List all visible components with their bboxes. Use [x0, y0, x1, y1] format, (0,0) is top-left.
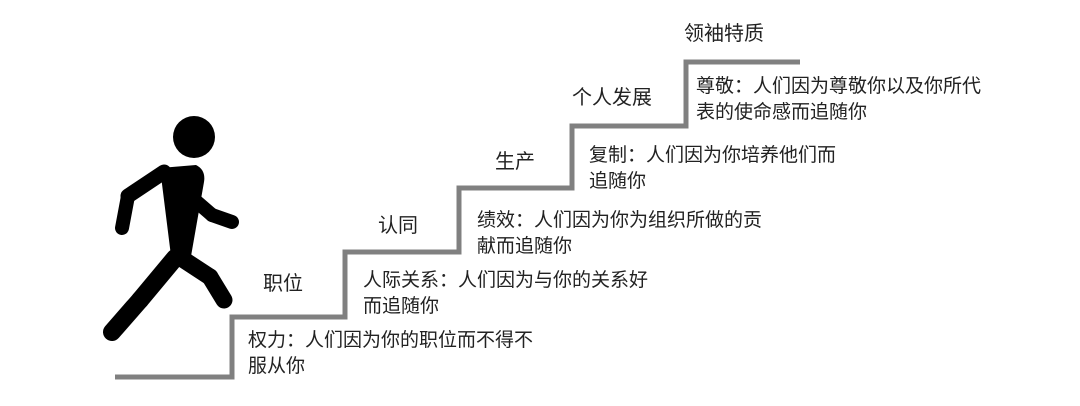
step-title-recognition: 认同 — [378, 213, 418, 237]
step-desc-production: 绩效：人们因为你为组织所做的贡 献而追随你 — [477, 209, 763, 257]
step-desc-pinnacle: 尊敬：人们因为尊敬你以及你所代 表的使命感而追随你 — [696, 75, 982, 123]
step-desc-position: 权力：人们因为你的职位而不得不 服从你 — [248, 329, 534, 377]
staircase-line — [115, 59, 800, 380]
walking-person-icon — [103, 116, 239, 341]
step-title-position: 职位 — [263, 271, 303, 295]
step-title-production: 生产 — [495, 149, 535, 173]
step-title-pinnacle: 领袖特质 — [684, 21, 764, 45]
step-title-people-development: 个人发展 — [572, 85, 652, 109]
step-desc-people-development: 复制：人们因为你培养他们而 追随你 — [589, 144, 837, 192]
step-desc-recognition: 人际关系：人们因为与你的关系好 而追随你 — [363, 269, 649, 317]
